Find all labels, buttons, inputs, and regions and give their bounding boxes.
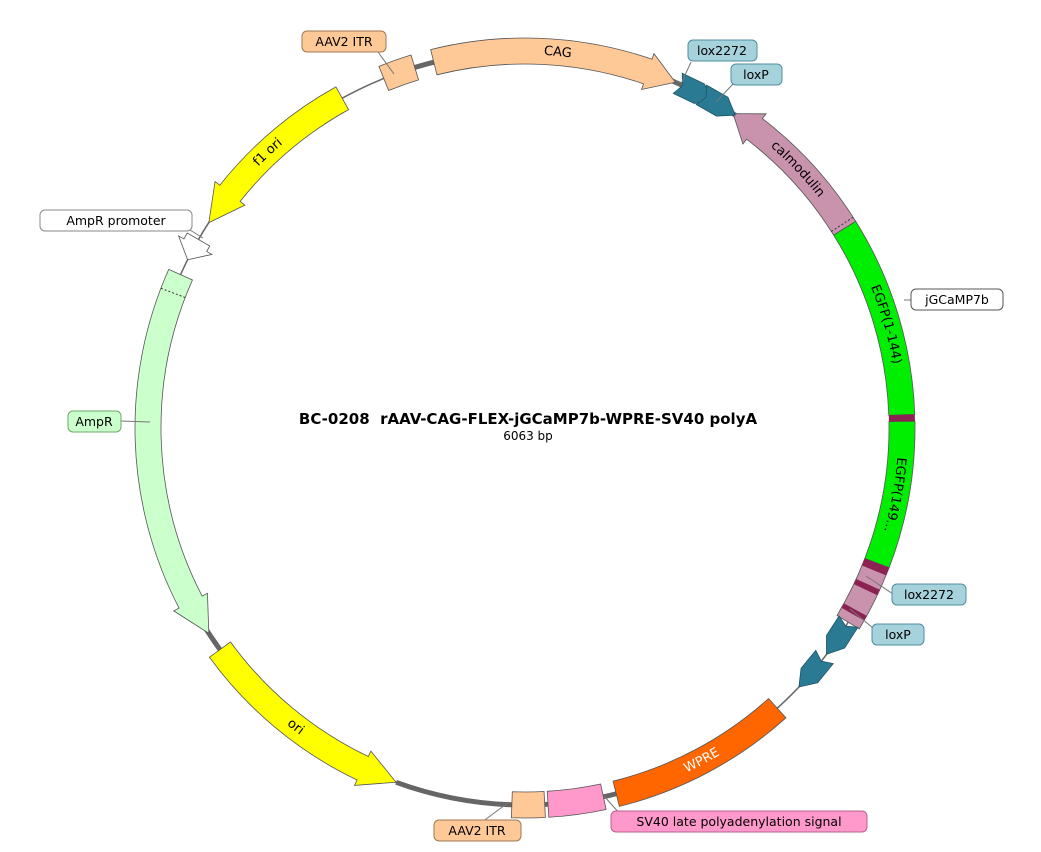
- callout-box: [433, 819, 522, 842]
- loxp-top-site[interactable]: [695, 84, 736, 117]
- feature-itr-top[interactable]: [378, 54, 420, 92]
- leader-line: [120, 420, 151, 423]
- feature-ampr[interactable]: [134, 268, 210, 635]
- leader-line: [189, 229, 204, 239]
- callout-box: [610, 810, 868, 833]
- callout-loxp-bottom[interactable]: loxP: [849, 608, 925, 646]
- leader-line: [715, 83, 734, 103]
- leader-line: [865, 575, 894, 595]
- leader-line: [680, 61, 692, 85]
- feature-label-cag: CAG: [543, 44, 572, 61]
- callout-lox2272-bottom[interactable]: lox2272: [865, 575, 967, 606]
- feature-calmodulin[interactable]: [732, 113, 857, 236]
- callout-box: [910, 288, 1004, 311]
- callout-text: AmpR promoter: [66, 213, 166, 228]
- callout-text: loxP: [885, 627, 911, 642]
- callout-text: jGCaMP7b: [924, 292, 989, 307]
- feature-ampr-promoter[interactable]: [177, 232, 214, 261]
- leader-line: [849, 608, 874, 629]
- callout-box: [67, 410, 122, 433]
- linker-mark-1: [888, 414, 915, 422]
- callout-jgcamp7b[interactable]: jGCaMP7b: [904, 288, 1004, 311]
- callouts-layer: AAV2 ITR lox2272 loxP AmpR promoter jGCa…: [39, 30, 1004, 842]
- lox2272-top-site[interactable]: [672, 72, 714, 104]
- feature-itr-bottom[interactable]: [510, 791, 546, 819]
- callout-itr-top[interactable]: AAV2 ITR: [301, 30, 395, 75]
- feature-layer: [134, 37, 916, 819]
- lox2272-bottom-site[interactable]: [826, 615, 859, 655]
- feature-f1-ori[interactable]: [208, 86, 350, 224]
- callout-text: AmpR: [75, 414, 113, 429]
- callout-ampr[interactable]: AmpR: [67, 410, 151, 433]
- callout-text: AAV2 ITR: [315, 34, 372, 49]
- cam-dashed-divider: [831, 216, 854, 232]
- leader-line: [377, 51, 395, 75]
- feature-sv40[interactable]: [546, 783, 607, 818]
- callout-loxp-top[interactable]: loxP: [715, 63, 783, 103]
- callout-lox2272-top[interactable]: lox2272: [680, 39, 758, 85]
- callout-box: [730, 63, 783, 86]
- callout-text: lox2272: [904, 587, 954, 602]
- feature-ori[interactable]: [208, 641, 397, 786]
- callout-ampr-promoter[interactable]: AmpR promoter: [39, 209, 204, 239]
- loxp-bottom-site[interactable]: [798, 649, 834, 688]
- callout-box: [39, 209, 193, 232]
- plasmid-title: BC-0208 rAAV-CAG-FLEX-jGCaMP7b-WPRE-SV40…: [299, 410, 758, 428]
- leader-line: [481, 801, 510, 823]
- callout-box: [301, 30, 387, 53]
- linker-mark-2: [862, 558, 890, 576]
- lox-sites: [672, 72, 859, 688]
- callout-text: lox2272: [697, 43, 747, 58]
- callout-box: [891, 583, 967, 606]
- callout-sv40[interactable]: SV40 late polyadenylation signal: [603, 795, 868, 833]
- plasmid-length: 6063 bp: [503, 429, 553, 443]
- feature-cag[interactable]: [430, 37, 677, 91]
- feature-wpre[interactable]: [612, 697, 787, 807]
- feature-egfp-1-144[interactable]: [833, 220, 916, 416]
- linker-mark-3: [853, 578, 880, 596]
- callout-text: SV40 late polyadenylation signal: [636, 814, 841, 829]
- callout-box: [687, 39, 758, 62]
- callout-box: [871, 623, 925, 646]
- callout-text: loxP: [743, 67, 769, 82]
- callout-text: AAV2 ITR: [448, 823, 505, 838]
- ampr-dashed-divider: [160, 287, 186, 299]
- feature-label-calmodulin: calmodulin: [768, 138, 828, 200]
- callout-itr-bottom[interactable]: AAV2 ITR: [433, 801, 522, 842]
